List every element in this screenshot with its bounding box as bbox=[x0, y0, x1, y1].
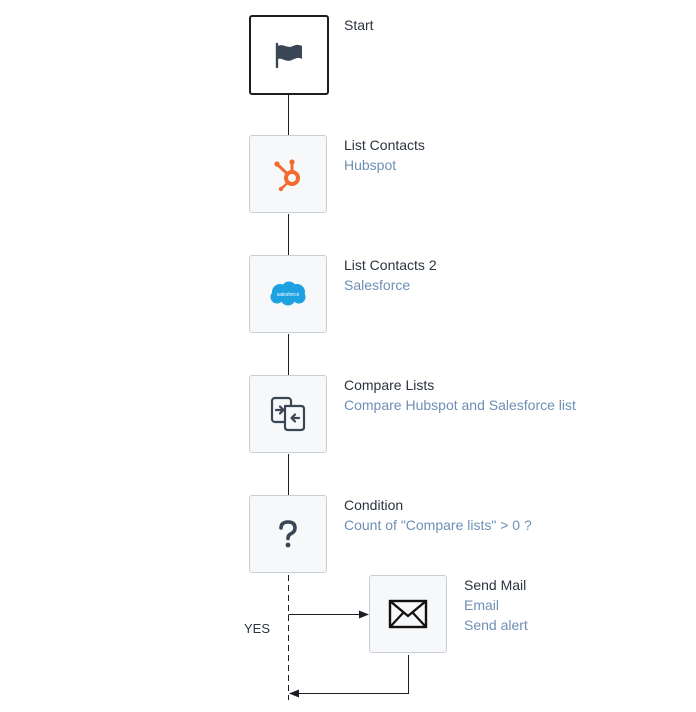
salesforce-icon: salesforce bbox=[270, 281, 306, 306]
list-contacts-2-node[interactable]: salesforce bbox=[249, 255, 327, 333]
list-contacts-title: List Contacts bbox=[344, 137, 425, 153]
compare-lists-node[interactable] bbox=[249, 375, 327, 453]
condition-description: Count of "Compare lists" > 0 ? bbox=[344, 517, 532, 533]
condition-node[interactable] bbox=[249, 495, 327, 573]
condition-title: Condition bbox=[344, 497, 404, 513]
list-contacts-node[interactable] bbox=[249, 135, 327, 213]
envelope-icon bbox=[388, 599, 428, 629]
hubspot-icon bbox=[274, 159, 300, 192]
start-node[interactable] bbox=[249, 15, 329, 95]
send-mail-title: Send Mail bbox=[464, 577, 527, 593]
list-contacts-service: Hubspot bbox=[344, 157, 397, 173]
salesforce-logo-text: salesforce bbox=[277, 292, 300, 298]
merge-back-arrow bbox=[289, 655, 409, 698]
send-mail-description: Send alert bbox=[464, 617, 528, 633]
compare-lists-title: Compare Lists bbox=[344, 377, 435, 393]
send-mail-node[interactable] bbox=[369, 575, 447, 653]
question-icon bbox=[279, 520, 297, 548]
flag-icon bbox=[275, 42, 302, 69]
list-contacts-2-service: Salesforce bbox=[344, 277, 411, 293]
compare-lists-description: Compare Hubspot and Salesforce list bbox=[344, 397, 576, 413]
start-node-title: Start bbox=[344, 17, 374, 33]
list-contacts-2-title: List Contacts 2 bbox=[344, 257, 437, 273]
compare-icon bbox=[270, 396, 306, 432]
yes-branch-label: YES bbox=[244, 621, 271, 636]
send-mail-service: Email bbox=[464, 597, 500, 613]
